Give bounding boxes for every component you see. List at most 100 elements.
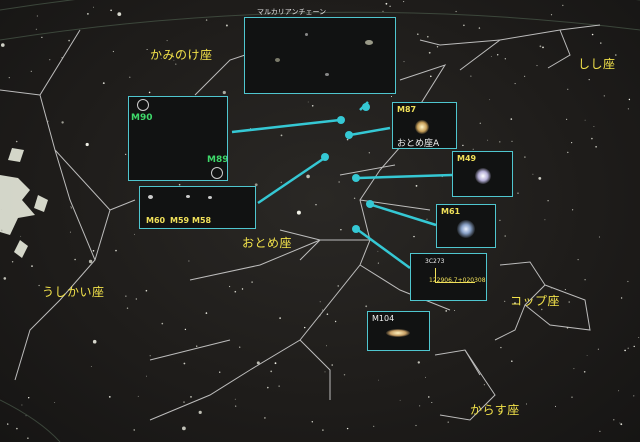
star [399, 399, 401, 401]
star [378, 379, 379, 381]
star [445, 310, 448, 312]
star [539, 45, 542, 48]
star [319, 315, 321, 317]
star [619, 422, 621, 424]
star [184, 328, 187, 331]
star [280, 134, 283, 137]
star [618, 390, 620, 392]
star [16, 427, 18, 430]
galaxy-blob [305, 33, 308, 36]
star [499, 219, 501, 222]
star [307, 101, 309, 103]
star [489, 99, 491, 101]
star [504, 58, 506, 60]
star [11, 261, 14, 263]
star [324, 371, 326, 373]
star [85, 142, 89, 147]
marker-markarian [362, 103, 370, 111]
star [427, 35, 429, 38]
star [562, 4, 564, 7]
star [490, 56, 492, 57]
star [504, 235, 507, 237]
star [591, 33, 594, 36]
star [7, 423, 9, 425]
marker-m61 [366, 200, 374, 208]
star [311, 105, 314, 107]
m59-label: M59 [170, 216, 190, 225]
star [3, 277, 7, 280]
star [568, 301, 570, 303]
star [219, 371, 221, 373]
star [205, 19, 208, 21]
star [572, 209, 574, 211]
star [134, 233, 135, 235]
star [160, 58, 162, 60]
marker-m49 [352, 174, 360, 182]
star [463, 24, 465, 27]
star [417, 361, 420, 364]
star [88, 259, 93, 264]
inset-m87: M87 おとめ座A [392, 102, 457, 149]
star [35, 28, 37, 30]
star [430, 75, 432, 78]
star [54, 402, 56, 403]
star [511, 140, 513, 142]
star [478, 27, 481, 29]
inset-m60-m59-m58: M60 M59 M58 [139, 186, 256, 229]
star [319, 301, 321, 303]
star [595, 146, 597, 148]
star [235, 405, 237, 407]
star [129, 76, 131, 78]
m87-label: M87 [397, 105, 417, 114]
star [627, 347, 629, 349]
star [588, 79, 590, 81]
star [584, 279, 586, 281]
star [377, 262, 379, 264]
star [225, 24, 228, 27]
star [175, 63, 177, 65]
star [188, 260, 190, 262]
star [377, 250, 379, 252]
star [126, 307, 129, 309]
star [403, 1, 405, 3]
star [613, 419, 615, 421]
3c273-sublabel: 122906.7+020308 [429, 277, 486, 284]
star [90, 366, 92, 367]
star [455, 10, 457, 13]
star [382, 10, 384, 12]
star [586, 355, 588, 356]
star [567, 151, 569, 154]
star [92, 339, 97, 344]
m60-label: M60 [146, 216, 166, 225]
marker-m60 [321, 153, 329, 161]
star [135, 298, 137, 300]
star [334, 320, 337, 323]
star [196, 345, 198, 347]
star [627, 280, 629, 283]
star [555, 405, 556, 407]
star [234, 290, 237, 293]
star [322, 429, 324, 431]
star [296, 210, 301, 215]
star [15, 140, 18, 143]
star [108, 396, 111, 398]
3c273-marker-line [435, 268, 436, 282]
star [514, 302, 516, 304]
star [251, 281, 253, 283]
star [428, 396, 430, 398]
star [256, 361, 260, 365]
star [0, 209, 2, 211]
inset-m61: M61 [436, 204, 496, 248]
marker-3c273 [352, 225, 360, 233]
star [30, 70, 32, 72]
m90-label: M90 [131, 113, 153, 123]
star [28, 397, 30, 399]
star [472, 148, 474, 150]
star [415, 424, 417, 427]
star [524, 75, 526, 77]
label-bootes: うしかい座 [42, 285, 105, 299]
constellation-lines [0, 24, 601, 421]
